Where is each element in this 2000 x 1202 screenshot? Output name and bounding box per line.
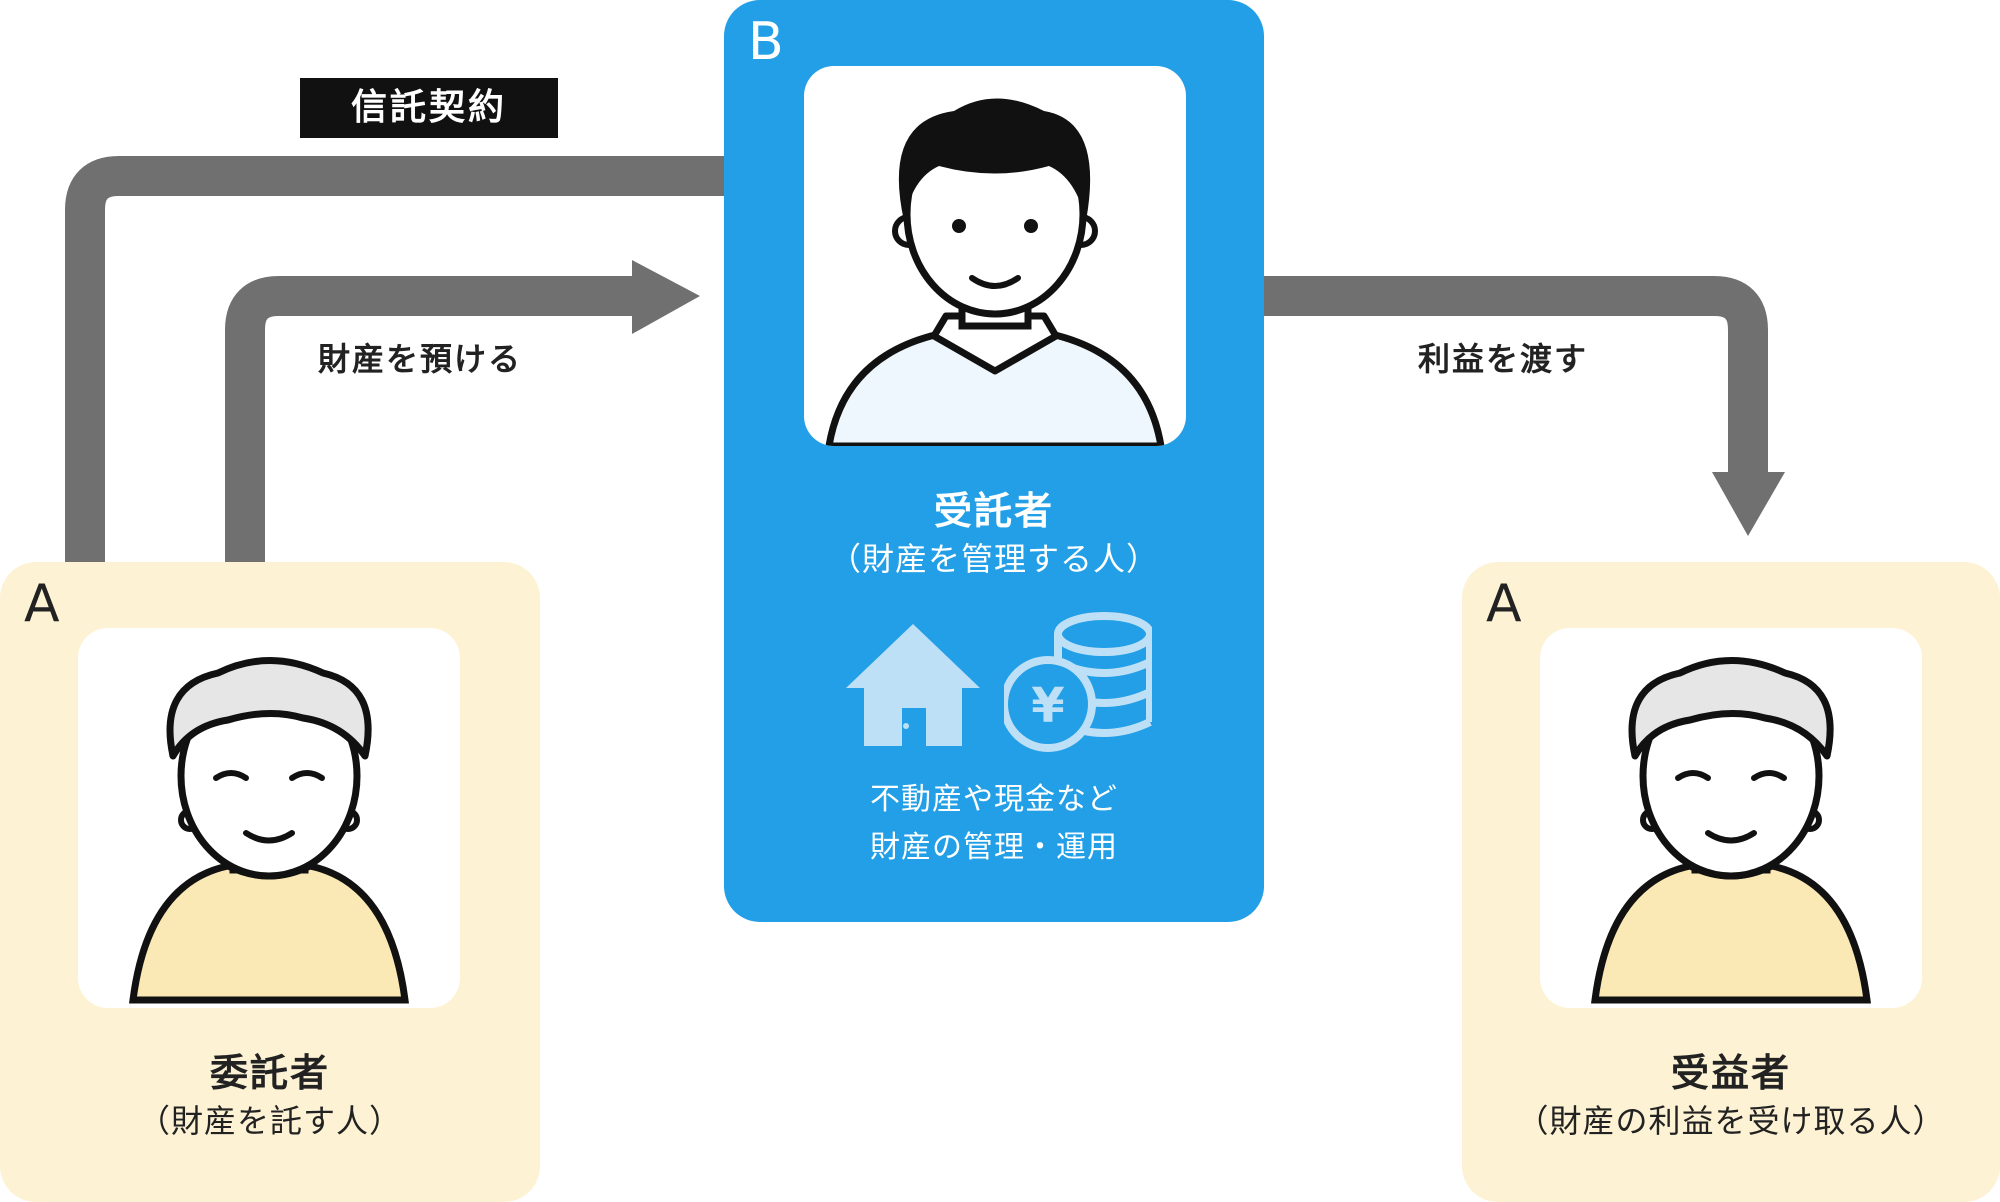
trustee-description: （財産を管理する人）: [828, 540, 1159, 578]
deposit-arrow-shaft: [225, 276, 640, 562]
yen-symbol: ¥: [1031, 678, 1064, 734]
deposit-arrow-head: [632, 260, 700, 334]
benefit-arrow-head: [1712, 472, 1785, 536]
settlor-card: A 委託者 （財産を託す人）: [0, 562, 540, 1202]
trustee-assets-line2: 財産の管理・運用: [870, 830, 1118, 865]
beneficiary-description: （財産の利益を受け取る人）: [1516, 1102, 1946, 1140]
deposit-label: 財産を預ける: [318, 340, 523, 378]
settlor-portrait: [78, 628, 460, 1008]
settlor-title: 委託者: [209, 1051, 330, 1095]
beneficiary-card: A 受益者 （財産の利益を受け取る人）: [1462, 562, 2000, 1202]
trustee-title: 受託者: [933, 489, 1054, 533]
beneficiary-letter: A: [1486, 574, 1522, 634]
elderly-woman-icon: [129, 657, 409, 1004]
trustee-assets-line1: 不動産や現金など: [870, 782, 1118, 817]
beneficiary-portrait: [1540, 628, 1922, 1008]
contract-line: [65, 156, 725, 562]
beneficiary-title: 受益者: [1670, 1051, 1791, 1095]
house-icon: [846, 624, 980, 746]
yen-coins-icon: ¥: [1004, 612, 1152, 752]
benefit-arrow-shaft: [1263, 276, 1768, 480]
benefit-label: 利益を渡す: [1418, 340, 1589, 378]
trustee-portrait: [804, 66, 1186, 446]
man-icon: [825, 98, 1165, 446]
settlor-description: （財産を託す人）: [137, 1102, 402, 1140]
trustee-card: B 受託者 （財産を管理する人） ¥ 不動産や現金など 財産の管理・運用: [724, 0, 1264, 922]
contract-label: 信託契約: [300, 78, 558, 138]
elderly-woman-icon: [1591, 657, 1871, 1004]
settlor-letter: A: [24, 574, 60, 634]
trustee-letter: B: [748, 12, 784, 72]
